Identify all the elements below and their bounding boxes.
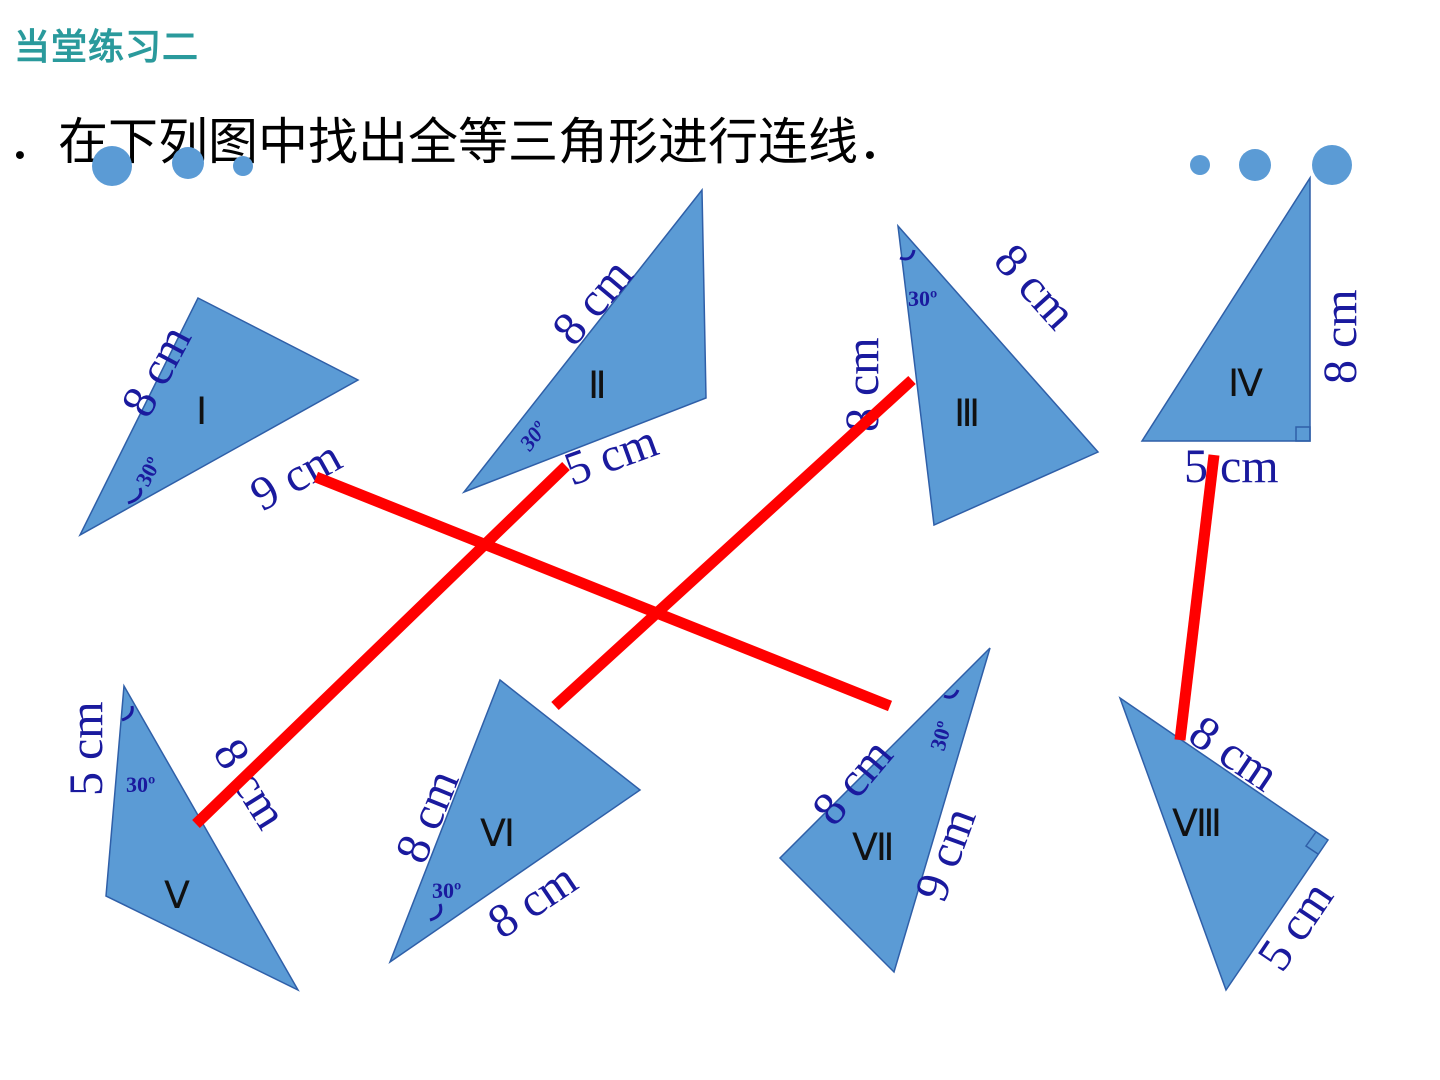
decor-circle (1312, 145, 1352, 185)
side-label: 5 cm (1184, 440, 1279, 493)
angle-arc (899, 249, 916, 261)
triangle-shape (1140, 175, 1311, 442)
decor-circles-right (1190, 145, 1352, 185)
angle-label: 30º (126, 772, 155, 797)
side-label: 8 cm (1314, 289, 1367, 384)
triangle-numeral: Ⅰ (196, 391, 207, 433)
triangle-shape (105, 683, 300, 992)
triangle-viii: Ⅷ 8 cm 5 cm (1118, 696, 1344, 992)
triangle-iv: Ⅳ 8 cm 5 cm (1140, 175, 1367, 493)
triangle-numeral: Ⅲ (954, 393, 980, 435)
triangle-shape (896, 223, 1100, 527)
triangle-numeral: Ⅱ (588, 365, 607, 407)
angle-arc (127, 487, 143, 505)
triangle-numeral: Ⅷ (1172, 803, 1222, 845)
side-label: 8 cm (984, 234, 1087, 340)
match-lines (192, 375, 1220, 828)
instruction-text: ．在下列图中找出全等三角形进行连线． (8, 113, 908, 171)
triangle-shape (388, 678, 642, 965)
match-line-iii-vi (551, 375, 916, 711)
right-angle-mark (1295, 426, 1311, 442)
match-line-i-vii (313, 471, 893, 712)
decor-circle (1239, 149, 1271, 181)
decor-circles-left (92, 146, 253, 186)
decor-circle (1190, 155, 1210, 175)
triangle-iii: Ⅲ 8 cm 8 cm 30º (836, 223, 1100, 527)
triangle-numeral: Ⅴ (164, 875, 190, 917)
decor-circle (233, 156, 253, 176)
triangle-shape (78, 296, 360, 537)
right-angle-mark (1304, 831, 1319, 855)
triangle-ii: Ⅱ 8 cm 5 cm 30º (461, 187, 707, 496)
triangle-shape (461, 187, 707, 494)
angle-arc (121, 705, 134, 722)
section-title: 当堂练习二 (14, 27, 200, 68)
triangle-shape (778, 647, 991, 974)
side-label: 9 cm (242, 429, 350, 521)
triangle-vi: Ⅵ 8 cm 8 cm 30º (385, 678, 642, 965)
match-line-iv-viii (1174, 454, 1220, 741)
side-label: 5 cm (60, 701, 113, 796)
decor-circle (172, 147, 204, 179)
decor-circle (92, 146, 132, 186)
angle-label: 30º (432, 878, 461, 903)
triangle-shape (1118, 696, 1330, 992)
triangle-numeral: Ⅵ (480, 813, 515, 855)
angle-arc (429, 903, 443, 922)
triangle-numeral: Ⅳ (1228, 363, 1263, 405)
triangle-i: Ⅰ 8 cm 9 cm 30º (78, 296, 360, 537)
angle-label: 30º (908, 286, 937, 311)
triangle-v: Ⅴ 5 cm 8 cm 30º (60, 683, 300, 992)
match-line-ii-v (192, 462, 570, 828)
angle-arc (943, 689, 960, 699)
triangle-vii: Ⅶ 8 cm 9 cm 30º (778, 647, 991, 974)
triangle-numeral: Ⅶ (852, 827, 895, 869)
